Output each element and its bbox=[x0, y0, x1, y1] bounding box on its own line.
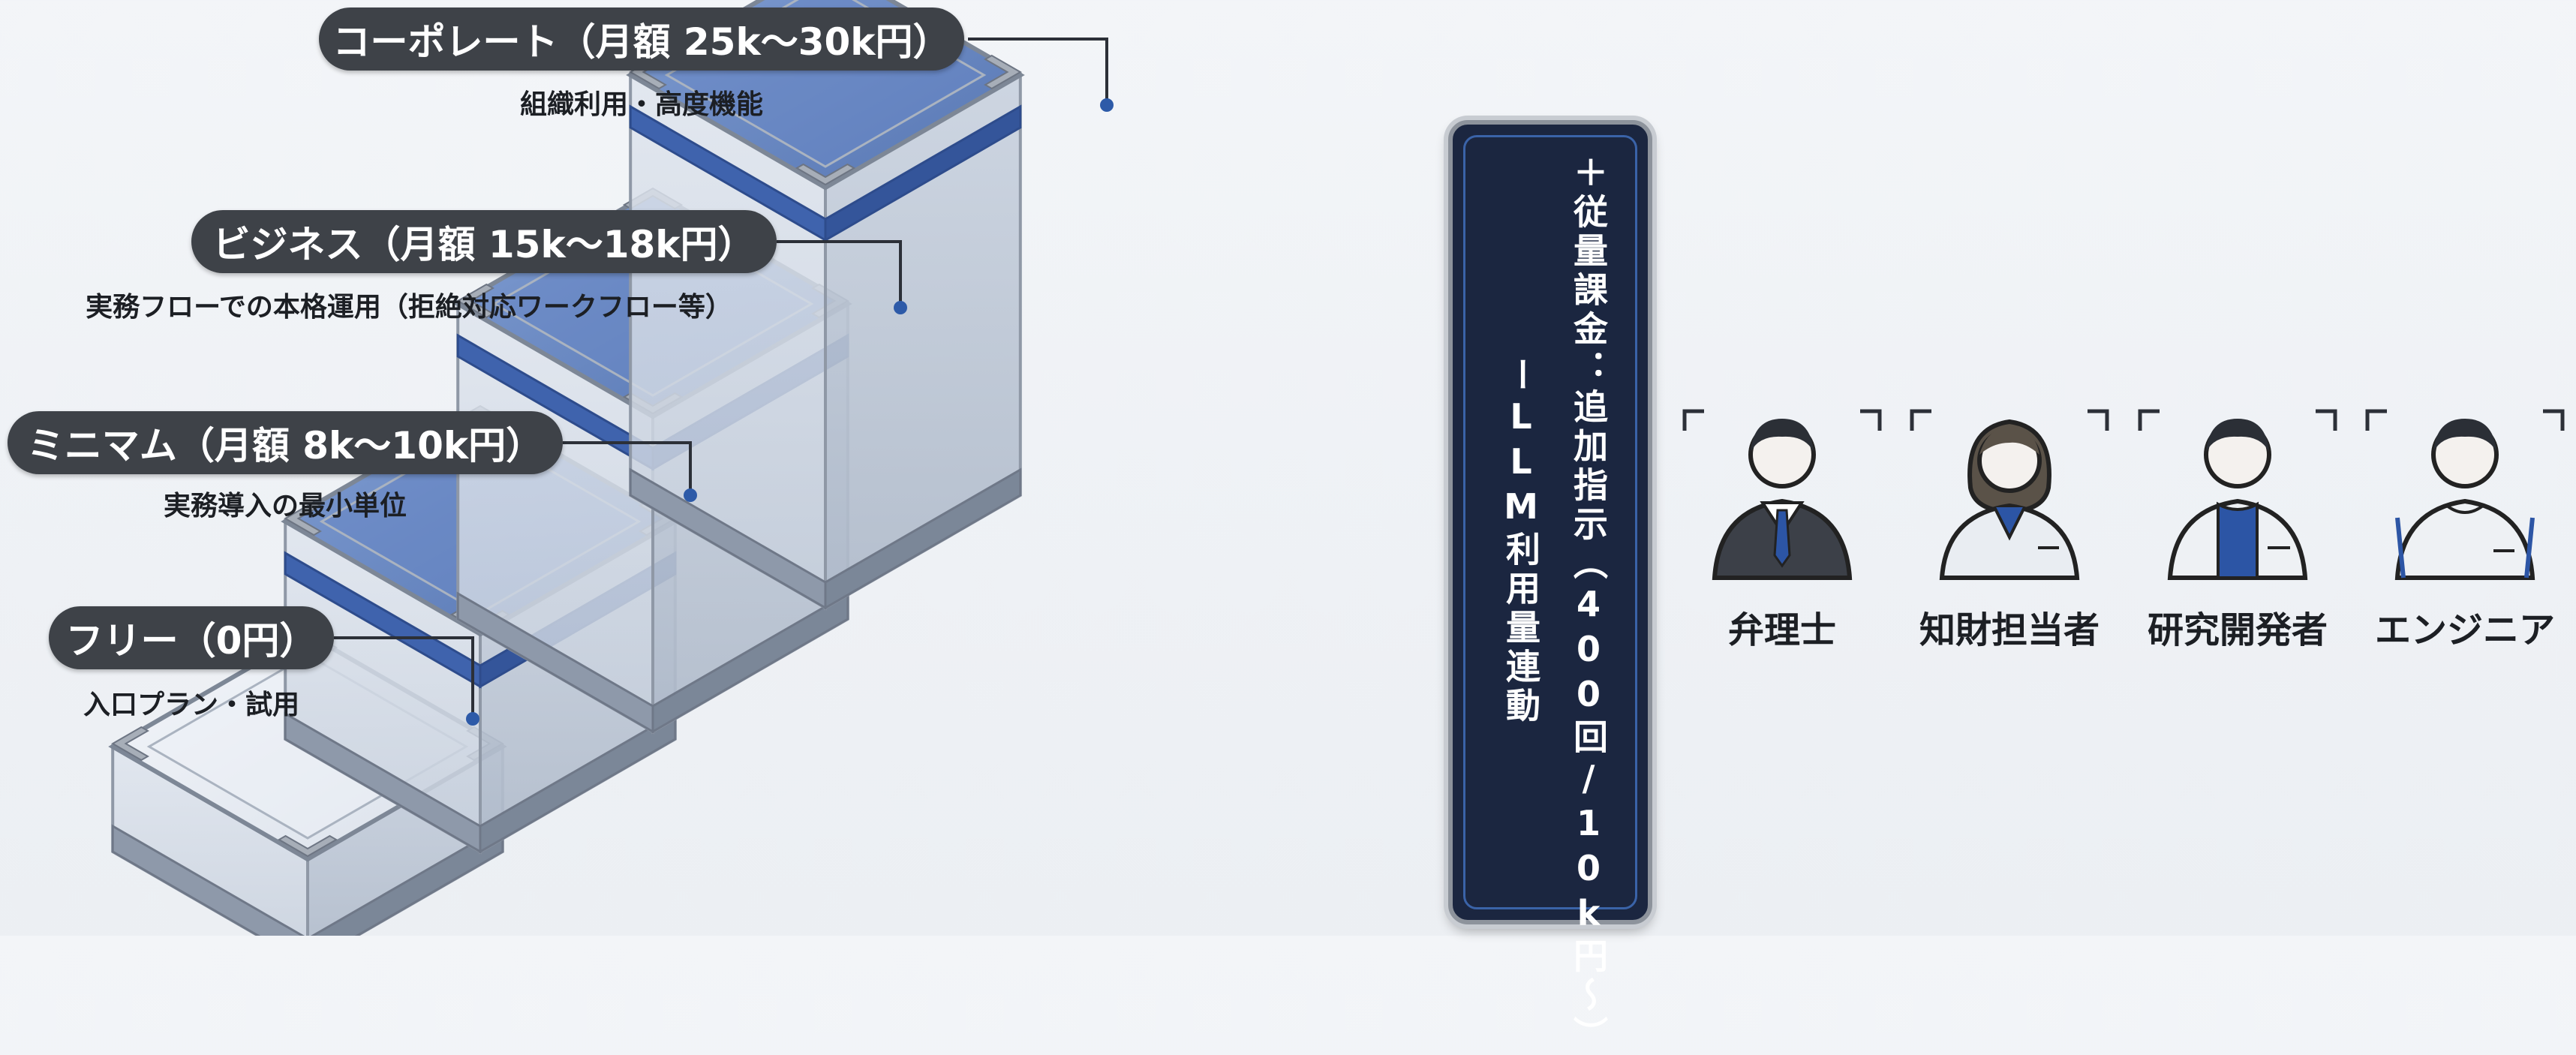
persona-focus-bracket-0-0 bbox=[1682, 409, 1704, 431]
persona-focus-bracket-2-0 bbox=[2138, 409, 2160, 431]
tier-minimum-desc: 実務導入の最小単位 bbox=[163, 491, 407, 521]
leader-minimum bbox=[563, 441, 692, 495]
leader-minimum-dot bbox=[684, 488, 697, 502]
tier-corner-bracket-business bbox=[456, 283, 494, 319]
tier-corner-bracket-free bbox=[277, 834, 338, 858]
tier-corporate-desc: 組織利用・高度機能 bbox=[519, 89, 763, 120]
persona-label-researcher: 研究開発者 bbox=[2147, 609, 2328, 651]
leader-business bbox=[777, 240, 902, 308]
leader-corporate-dot bbox=[1100, 98, 1114, 112]
tier-corporate-label: コーポレート（月額 25k〜30k円） bbox=[319, 8, 964, 71]
tier-corner-bracket-minimum bbox=[284, 500, 322, 537]
tier-corner-bracket-corporate bbox=[795, 163, 856, 186]
tier-band-right-corporate bbox=[824, 104, 1022, 242]
persona-label-patent-attorney: 弁理士 bbox=[1727, 609, 1836, 651]
persona-focus-bracket-3-1 bbox=[2543, 409, 2565, 431]
usage-billing-panel: ＋従量課金：追加指示（400回/10k円〜） ーLLM利用量連動 bbox=[1448, 120, 1652, 1055]
leader-corporate bbox=[968, 38, 1108, 105]
persona-engineer bbox=[2367, 405, 2562, 630]
ip-staff-icon bbox=[1939, 419, 2080, 580]
persona-focus-bracket-2-1 bbox=[2316, 409, 2337, 431]
tier-free-label: フリー（0円） bbox=[49, 606, 334, 669]
persona-focus-bracket-3-0 bbox=[2365, 409, 2387, 431]
tier-business-label: ビジネス（月額 15k〜18k円） bbox=[191, 210, 777, 273]
engineer-icon bbox=[2394, 419, 2535, 580]
tier-minimum-label: ミニマム（月額 8k〜10k円） bbox=[8, 411, 563, 474]
persona-focus-bracket-1-1 bbox=[2088, 409, 2109, 431]
usage-billing-sub-text: ーLLM利用量連動 bbox=[1501, 357, 1541, 726]
persona-label-ip-staff: 知財担当者 bbox=[1919, 609, 2100, 651]
persona-researcher bbox=[2140, 405, 2335, 630]
tier-business-desc: 実務フローでの本格運用（拒絶対応ワークフロー等） bbox=[86, 292, 732, 323]
usage-billing-panel-border bbox=[1463, 135, 1637, 909]
tier-corner-bracket-free bbox=[111, 726, 149, 762]
leader-free bbox=[334, 636, 474, 719]
tier-free-desc: 入口プラン・試用 bbox=[83, 690, 299, 720]
leader-business-dot bbox=[894, 301, 907, 314]
patent-attorney-icon bbox=[1712, 419, 1853, 580]
persona-label-engineer: エンジニア bbox=[2374, 609, 2555, 651]
tier-base-right-corporate bbox=[824, 467, 1022, 610]
tier-base-right-business bbox=[651, 591, 849, 734]
persona-focus-bracket-0-1 bbox=[1860, 409, 1882, 431]
persona-patent-attorney bbox=[1685, 405, 1880, 630]
usage-billing-main-text: ＋従量課金：追加指示（400回/10k円〜） bbox=[1568, 155, 1609, 1055]
tier-corner-bracket-corporate bbox=[984, 54, 1022, 90]
tier-base-right-minimum bbox=[479, 711, 677, 854]
leader-free-dot bbox=[466, 712, 479, 726]
researcher-icon bbox=[2167, 419, 2308, 580]
persona-focus-bracket-1-0 bbox=[1910, 409, 1931, 431]
tier-base-left-free bbox=[111, 824, 305, 936]
persona-ip-staff bbox=[1912, 405, 2107, 630]
